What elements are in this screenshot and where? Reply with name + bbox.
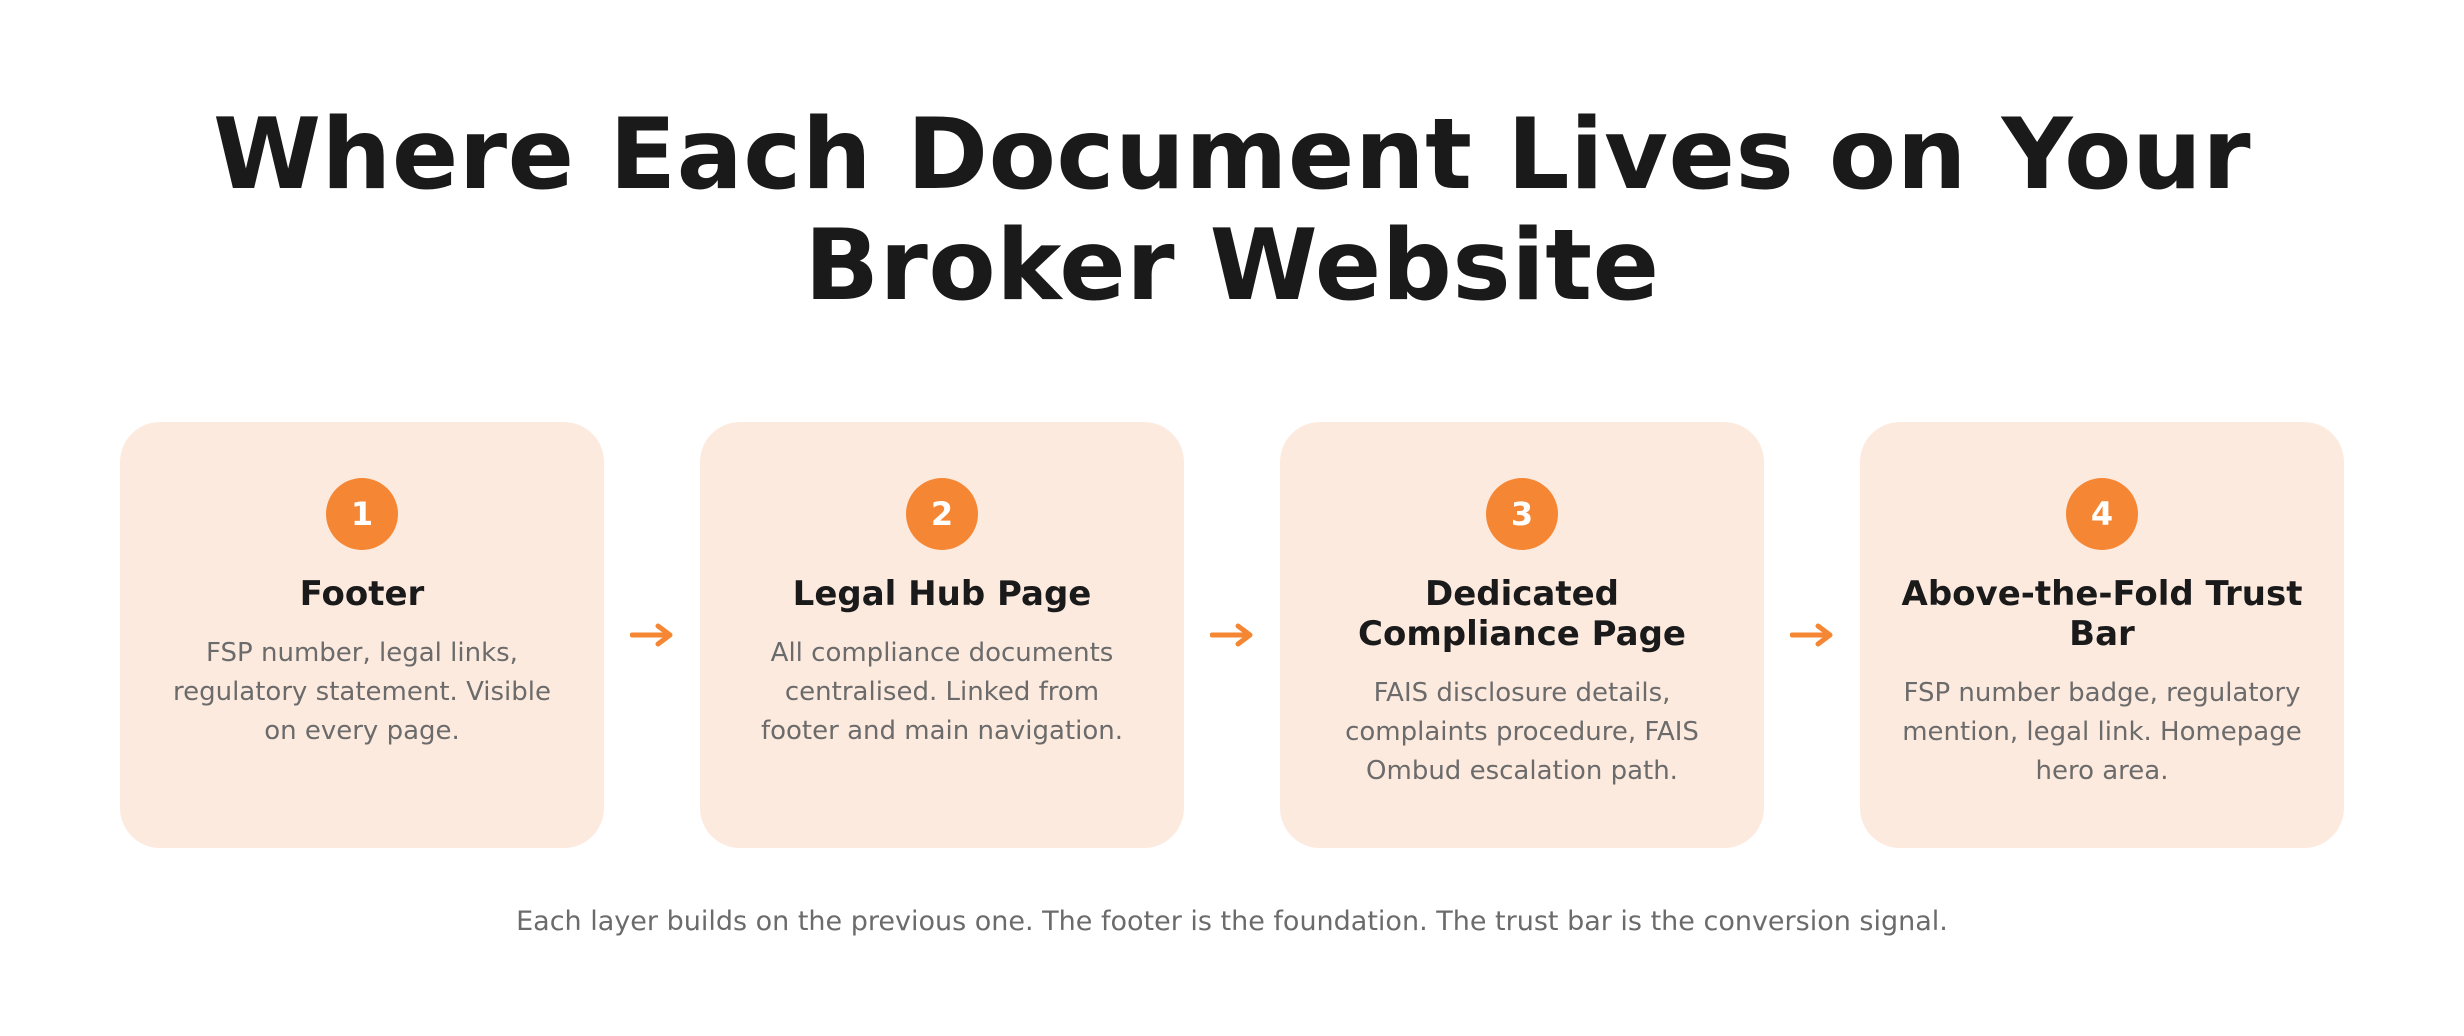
arrow-right-icon [604,623,700,647]
step-description: FSP number badge, regulatory mention, le… [1902,678,2302,786]
step-card-trust-bar: 4 Above-the-Fold Trust Bar FSP number ba… [1860,422,2344,848]
step-number-badge: 1 [326,478,398,550]
step-description: FSP number, legal links, regulatory stat… [172,638,551,746]
step-description: FAIS disclosure details, complaints proc… [1345,678,1699,786]
step-card-footer: 1 Footer FSP number, legal links, regula… [120,422,604,848]
step-description: All compliance documents centralised. Li… [760,638,1124,746]
step-title: Above-the-Fold Trust Bar [1901,574,2303,654]
arrow-right-icon [1184,623,1280,647]
footnote-text: Each layer builds on the previous one. T… [516,906,1948,937]
step-title: Legal Hub Page [792,574,1092,614]
arrow-right-icon [1764,623,1860,647]
step-title: Dedicated Compliance Page [1358,574,1686,654]
step-number-badge: 3 [1486,478,1558,550]
step-card-compliance-page: 3 Dedicated Compliance Page FAIS disclos… [1280,422,1764,848]
step-card-legal-hub: 2 Legal Hub Page All compliance document… [700,422,1184,848]
page-title: Where Each Document Lives on Your Broker… [212,98,2252,323]
step-title: Footer [299,574,425,614]
step-number-badge: 2 [906,478,978,550]
steps-flow: 1 Footer FSP number, legal links, regula… [120,422,2344,848]
step-number-badge: 4 [2066,478,2138,550]
